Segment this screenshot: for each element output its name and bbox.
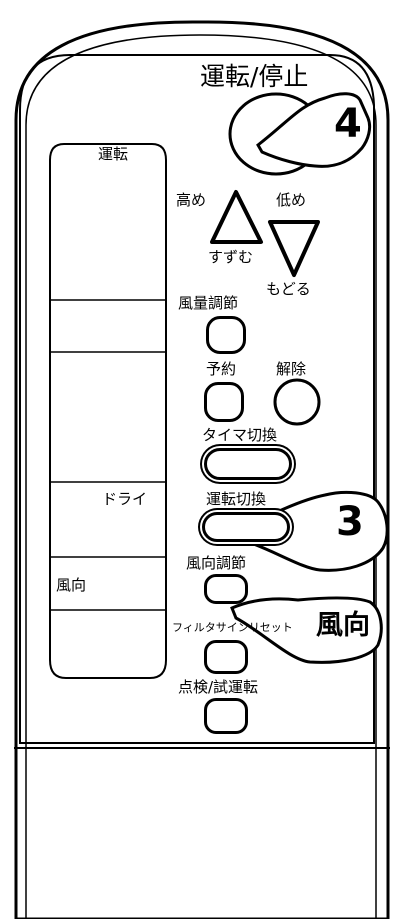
step-3-callout: 3 [336,499,364,545]
step-4-callout: 4 [334,101,362,147]
temp-up-sub-label: すずむ [208,248,254,266]
direction-adjust-button[interactable] [204,574,248,604]
display-dry-label: ドライ [102,490,148,508]
temp-up-icon[interactable] [210,190,263,244]
display-direction-label: 風向 [56,576,87,594]
pointing-hand-icon [230,596,383,664]
cancel-button[interactable] [273,378,321,426]
temp-down-icon[interactable] [268,220,320,277]
power-label: 運転/停止 [200,62,309,91]
fan-label: 風量調節 [178,294,239,312]
timer-button[interactable] [204,448,292,480]
temp-up-label: 高め [176,191,207,209]
filter-reset-button[interactable] [204,640,248,674]
temp-down-sub-label: もどる [266,280,311,298]
mode-switch-button[interactable] [202,512,290,542]
reserve-button[interactable] [204,382,244,422]
filter-label: フィルタサインリセット [172,621,293,634]
display-mode-label: 運転 [98,145,129,163]
test-label: 点検/試運転 [178,678,259,696]
timer-label: タイマ切換 [202,426,278,444]
mode-switch-label: 運転切換 [206,490,267,508]
cancel-label: 解除 [276,360,307,378]
direction-callout: 風向 [316,610,370,641]
pointing-hand-icon [238,490,389,572]
test-button[interactable] [204,698,248,734]
pointing-hand-icon [256,92,372,168]
reserve-label: 予約 [206,360,237,378]
direction-adjust-label: 風向調節 [186,554,247,572]
temp-down-label: 低め [276,191,307,209]
fan-button[interactable] [206,316,246,354]
